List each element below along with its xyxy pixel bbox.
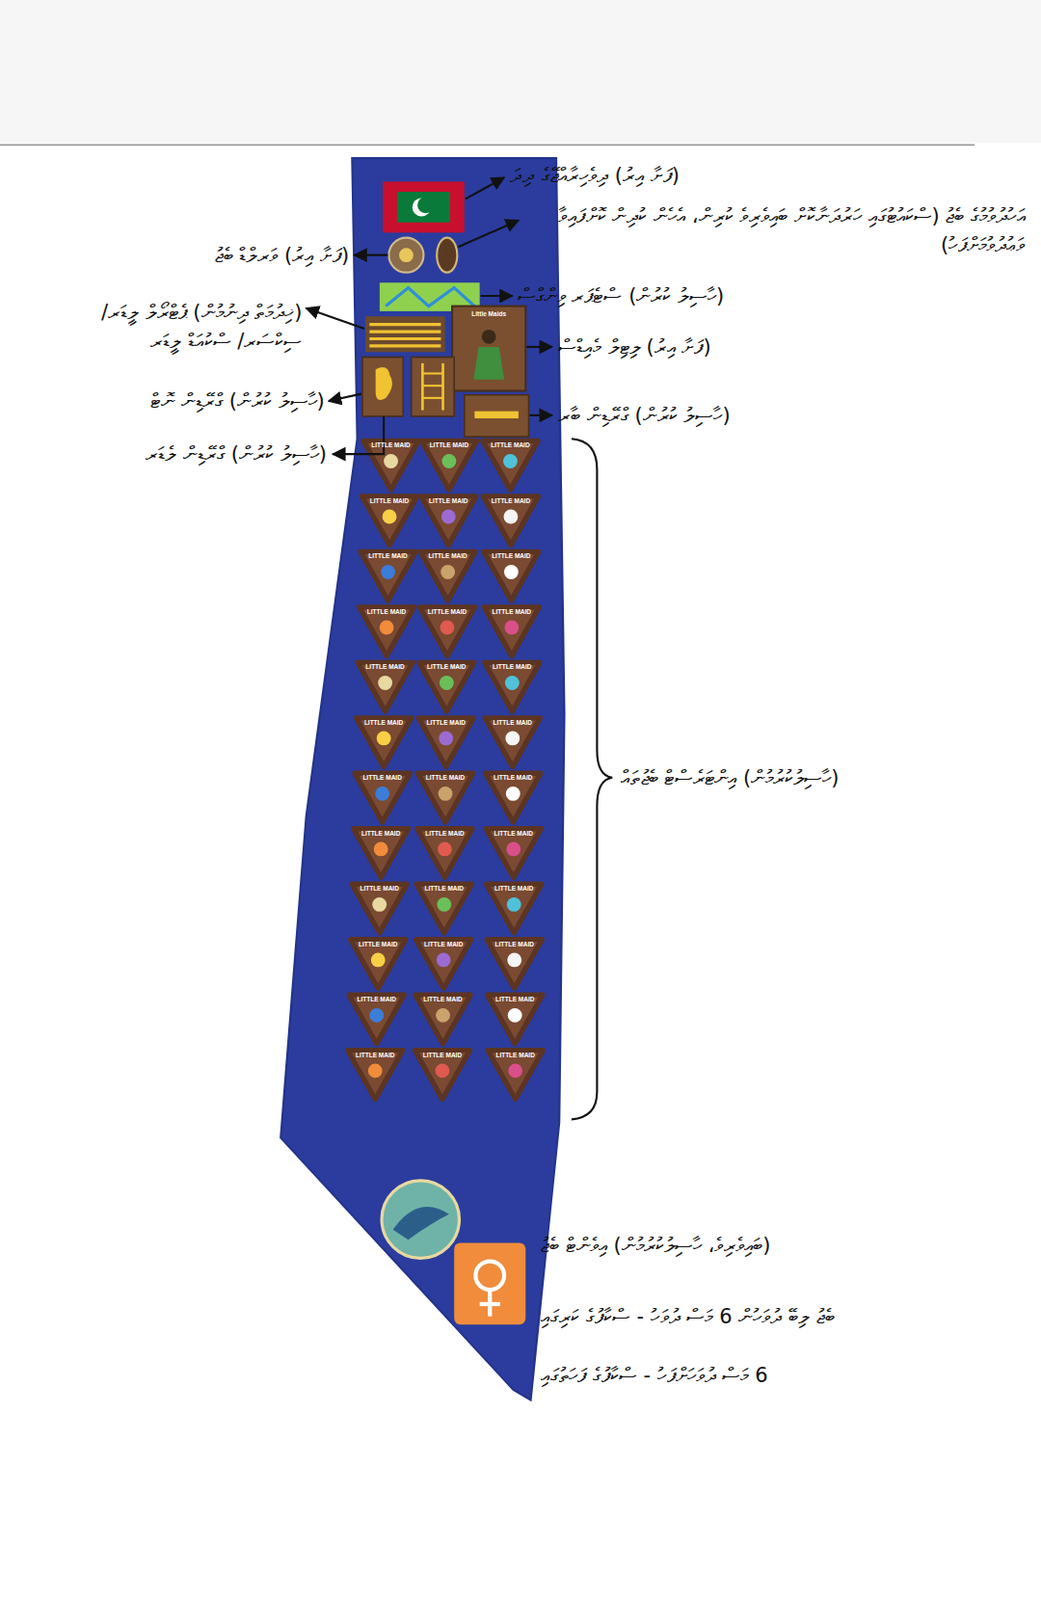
badge-text: LITTLE MAID xyxy=(475,829,553,838)
badge-text: LITTLE MAID xyxy=(473,663,551,671)
badge-icon xyxy=(506,786,521,801)
annotation-label: (ހާސިލު ކުރުން) ގްރޭޑިން ނޮޓް xyxy=(150,386,324,416)
badge-icon xyxy=(507,897,522,912)
badge-text: LITTLE MAID xyxy=(349,552,428,561)
badge-icon xyxy=(372,897,387,912)
badge-text: LITTLE MAID xyxy=(475,884,553,893)
annotation-label: (ފަށާ އިރު) ވަރލްޑް ބެޖު xyxy=(214,240,349,270)
badge-text: LITTLE MAID xyxy=(347,608,426,616)
badge-icon xyxy=(382,509,398,525)
badge-text: LITTLE MAID xyxy=(476,995,554,1004)
badge-icon xyxy=(379,620,395,636)
badge-icon xyxy=(435,1008,451,1023)
badge-text: LITTLE MAID xyxy=(405,829,483,838)
badge-text: LITTLE MAID xyxy=(472,552,550,561)
badge-icon xyxy=(438,786,454,801)
badge-icon xyxy=(507,952,522,967)
badge-icon xyxy=(439,675,454,691)
badge-icon xyxy=(504,564,519,580)
badge-icon xyxy=(377,675,393,691)
badge-text: LITTLE MAID xyxy=(404,940,482,949)
badge-icon xyxy=(436,952,452,967)
badge-text: LITTLE MAID xyxy=(408,608,486,616)
annotation-label: (ފަށާ އިރު) ލިޓިލް މެއިޑްސް xyxy=(558,332,711,362)
badge-text: LITTLE MAID xyxy=(476,940,554,949)
badge-icon xyxy=(373,842,389,857)
badge-icon xyxy=(438,731,454,747)
badge-text: LITTLE MAID xyxy=(471,441,549,450)
badge-text: LITTLE MAID xyxy=(410,441,488,450)
badge-icon xyxy=(383,453,399,469)
badge-text: LITTLE MAID xyxy=(403,1051,481,1060)
annotation-label: އަހުދުވުމުގެ ބެޖު (ސްކައުޓުގައި ހަރުދަނާ… xyxy=(525,201,1026,260)
annotation-label: (ހާސިލު ކުރުން) ގްރޭޑިން ބާރ xyxy=(558,400,730,430)
badge-text: LITTLE MAID xyxy=(409,552,487,561)
badge-icon xyxy=(506,842,521,857)
badge-icon xyxy=(505,675,520,691)
badge-icon xyxy=(507,1008,523,1023)
badge-icon xyxy=(368,1063,383,1078)
badge-icon xyxy=(371,952,386,967)
badge-text: LITTLE MAID xyxy=(338,995,416,1004)
badge-icon xyxy=(376,731,392,747)
badge-text: LITTLE MAID xyxy=(404,995,482,1004)
badge-icon xyxy=(505,731,520,747)
annotation-label: (ހާސިލުކުރުމުން) އިންޓަރެސްޓް ބެޖުތައް xyxy=(620,763,840,793)
badge-text: LITTLE MAID xyxy=(473,608,551,616)
badge-icon xyxy=(380,564,396,580)
badge-text: LITTLE MAID xyxy=(342,829,420,838)
badge-text: LITTLE MAID xyxy=(407,719,485,727)
badge-icon xyxy=(504,620,519,636)
annotation-label: 6 މަސް ދުވަހަށްފަހު - ސްކާފުގެ ފަހަތުގައ… xyxy=(540,1361,768,1390)
badge-icon xyxy=(441,509,456,525)
badge-text: LITTLE MAID xyxy=(474,719,552,727)
badge-text: LITTLE MAID xyxy=(409,497,487,506)
annotation-label: ބެޖު ލިބޭ ދުވަހުން 6 މަސް ދުވަހު - ސްކާފ… xyxy=(540,1302,834,1332)
badge-text: LITTLE MAID xyxy=(406,774,484,782)
badge-icon xyxy=(440,564,455,580)
badge-text: LITTLE MAID xyxy=(347,663,425,671)
badge-text: LITTLE MAID xyxy=(474,774,552,782)
badge-text: LITTLE MAID xyxy=(344,774,422,782)
badge-text: LITTLE MAID xyxy=(345,719,423,727)
badge-text: LITTLE MAID xyxy=(405,884,483,893)
badge-icon xyxy=(436,897,452,912)
badge-text: LITTLE MAID xyxy=(339,940,417,949)
badge-icon xyxy=(507,1063,523,1078)
badge-text: LITTLE MAID xyxy=(341,884,419,893)
badge-icon xyxy=(437,842,453,857)
badge-icon xyxy=(374,786,390,801)
badge-icon xyxy=(369,1008,384,1023)
annotation-label: (ޚިދުމަތް ދިނުމުން) ޕެޓްރޯލް ލީޑަރ/ ސިކް… xyxy=(47,297,303,356)
badge-icon xyxy=(441,453,456,469)
badge-icon xyxy=(503,453,518,469)
badge-icon xyxy=(503,509,518,525)
annotation-label: (ހާސިލު ކުރުން) ގްރޭޑިން ލެޑަރ xyxy=(145,439,326,469)
badge-text: LITTLE MAID xyxy=(352,441,430,450)
annotation-label: (ބައިވެރިވެ، ހާސިލުކުރުމުން) އިވެންޓް ބެ… xyxy=(540,1230,771,1260)
badge-icon xyxy=(440,620,455,636)
badge-text: LITTLE MAID xyxy=(350,497,428,506)
badge-text: LITTLE MAID xyxy=(407,663,485,671)
badge-text: LITTLE MAID xyxy=(472,497,550,506)
annotation-label: (ހާސިލު ކުރުން) ސްޓެޕަރ ވިންގްސް xyxy=(517,281,724,311)
badge-text: Little Maids xyxy=(450,310,528,319)
badge-text: LITTLE MAID xyxy=(477,1051,555,1060)
badge-icon xyxy=(434,1063,450,1078)
annotation-label: (ފަށާ އިރު) ދިވެހިރާއްޖޭގެ ދިދަ xyxy=(509,160,679,190)
badge-text: LITTLE MAID xyxy=(336,1051,414,1060)
